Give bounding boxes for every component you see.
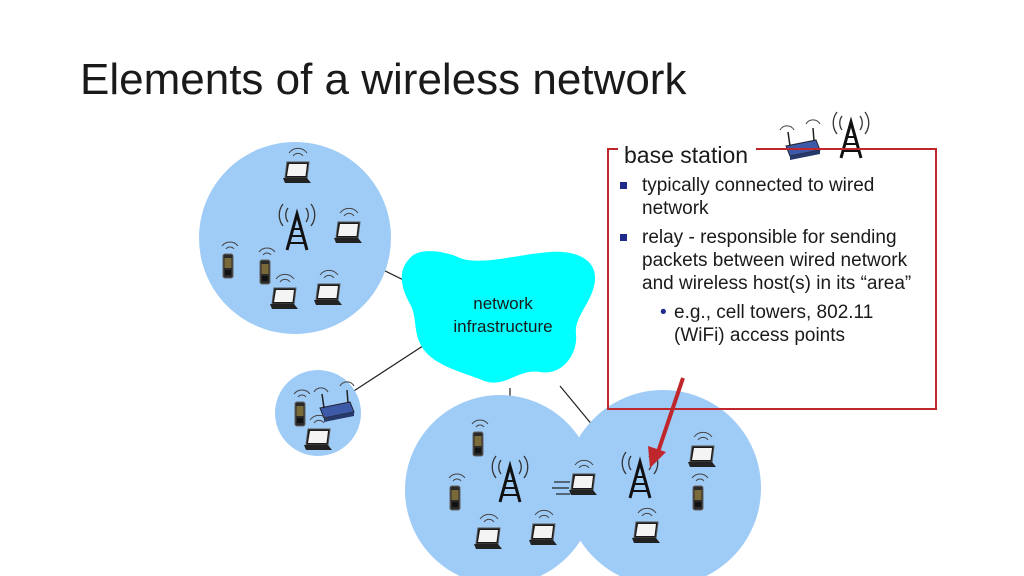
coverage-cell-1 [199,142,391,334]
callout-arrow [656,377,685,453]
callout-bullet-list: typically connected to wired network rel… [620,174,920,347]
link-router-cloud [339,339,433,401]
motion-lines-icon [552,481,570,495]
slide-title: Elements of a wireless network [80,55,687,104]
callout-arrow-head [648,446,666,468]
bullet-dot-icon: • [660,302,667,323]
coverage-cell-4 [565,390,761,576]
callout-sub-bullet-text: e.g., cell towers, 802.11 (WiFi) access … [674,302,874,346]
callout-title: base station [618,142,757,170]
cloud-label: network infrastructure [438,292,568,338]
callout-bullet: typically connected to wired network [620,174,920,220]
callout-bullet: relay - responsible for sending packets … [620,226,920,295]
callout-sub-bullet: • e.g., cell towers, 802.11 (WiFi) acces… [620,301,920,347]
network-infrastructure-cloud [401,251,596,383]
base-station-callout [607,148,937,410]
cloud-label-line-1: network [473,294,533,313]
cloud-label-line-2: infrastructure [453,317,553,336]
